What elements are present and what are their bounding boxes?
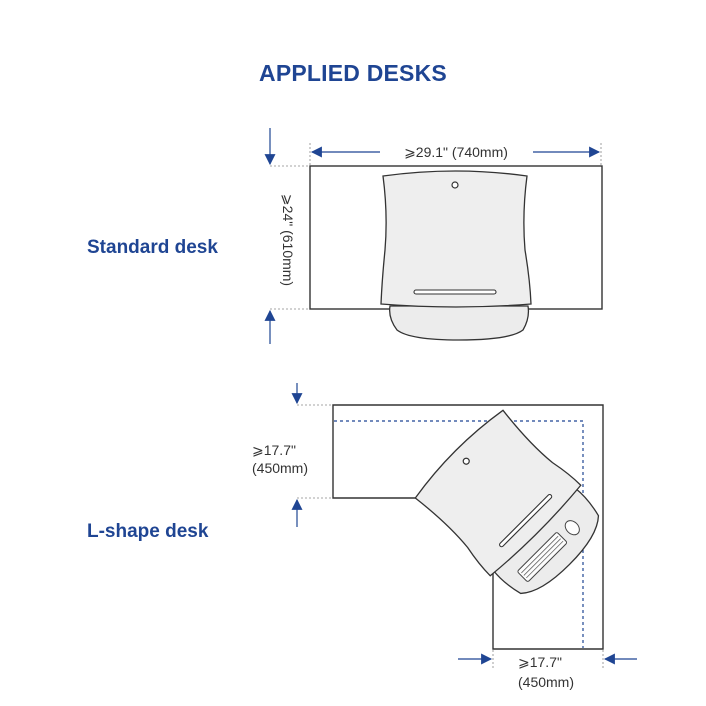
l-left-dimension-line1: ⩾17.7"	[252, 442, 296, 458]
page-title: APPLIED DESKS	[259, 60, 447, 86]
l-shape-desk-group: ⩾17.7" (450mm) ⩾17.7" (450mm)	[252, 383, 637, 690]
standard-keyboard-tray	[389, 305, 530, 341]
standard-grip-slot	[413, 289, 497, 295]
standard-cable-hole-icon	[451, 181, 459, 189]
l-shape-depth-guide	[334, 420, 584, 648]
l-bottom-dimension-line2: (450mm)	[518, 674, 574, 690]
l-shape-converter-board	[414, 409, 582, 577]
l-shape-converter-group	[414, 409, 600, 595]
standard-width-dimension: ⩾29.1" (740mm)	[404, 144, 508, 160]
l-shape-cable-hole-icon	[462, 457, 470, 465]
l-shape-desk-label: L-shape desk	[87, 521, 209, 542]
standard-desk-group: ⩾29.1" (740mm) ⩾24" (610mm)	[264, 128, 603, 344]
standard-depth-dimension: ⩾24" (610mm)	[280, 194, 296, 286]
l-shape-grip-slot	[499, 494, 553, 548]
l-bottom-dimension-line1: ⩾17.7"	[518, 654, 562, 670]
l-shape-keyboard-tray	[492, 487, 600, 595]
l-left-dimension-line2: (450mm)	[252, 460, 308, 476]
standard-desk-label: Standard desk	[87, 237, 218, 258]
mouse-icon	[564, 520, 580, 536]
standard-converter-board	[380, 170, 532, 308]
